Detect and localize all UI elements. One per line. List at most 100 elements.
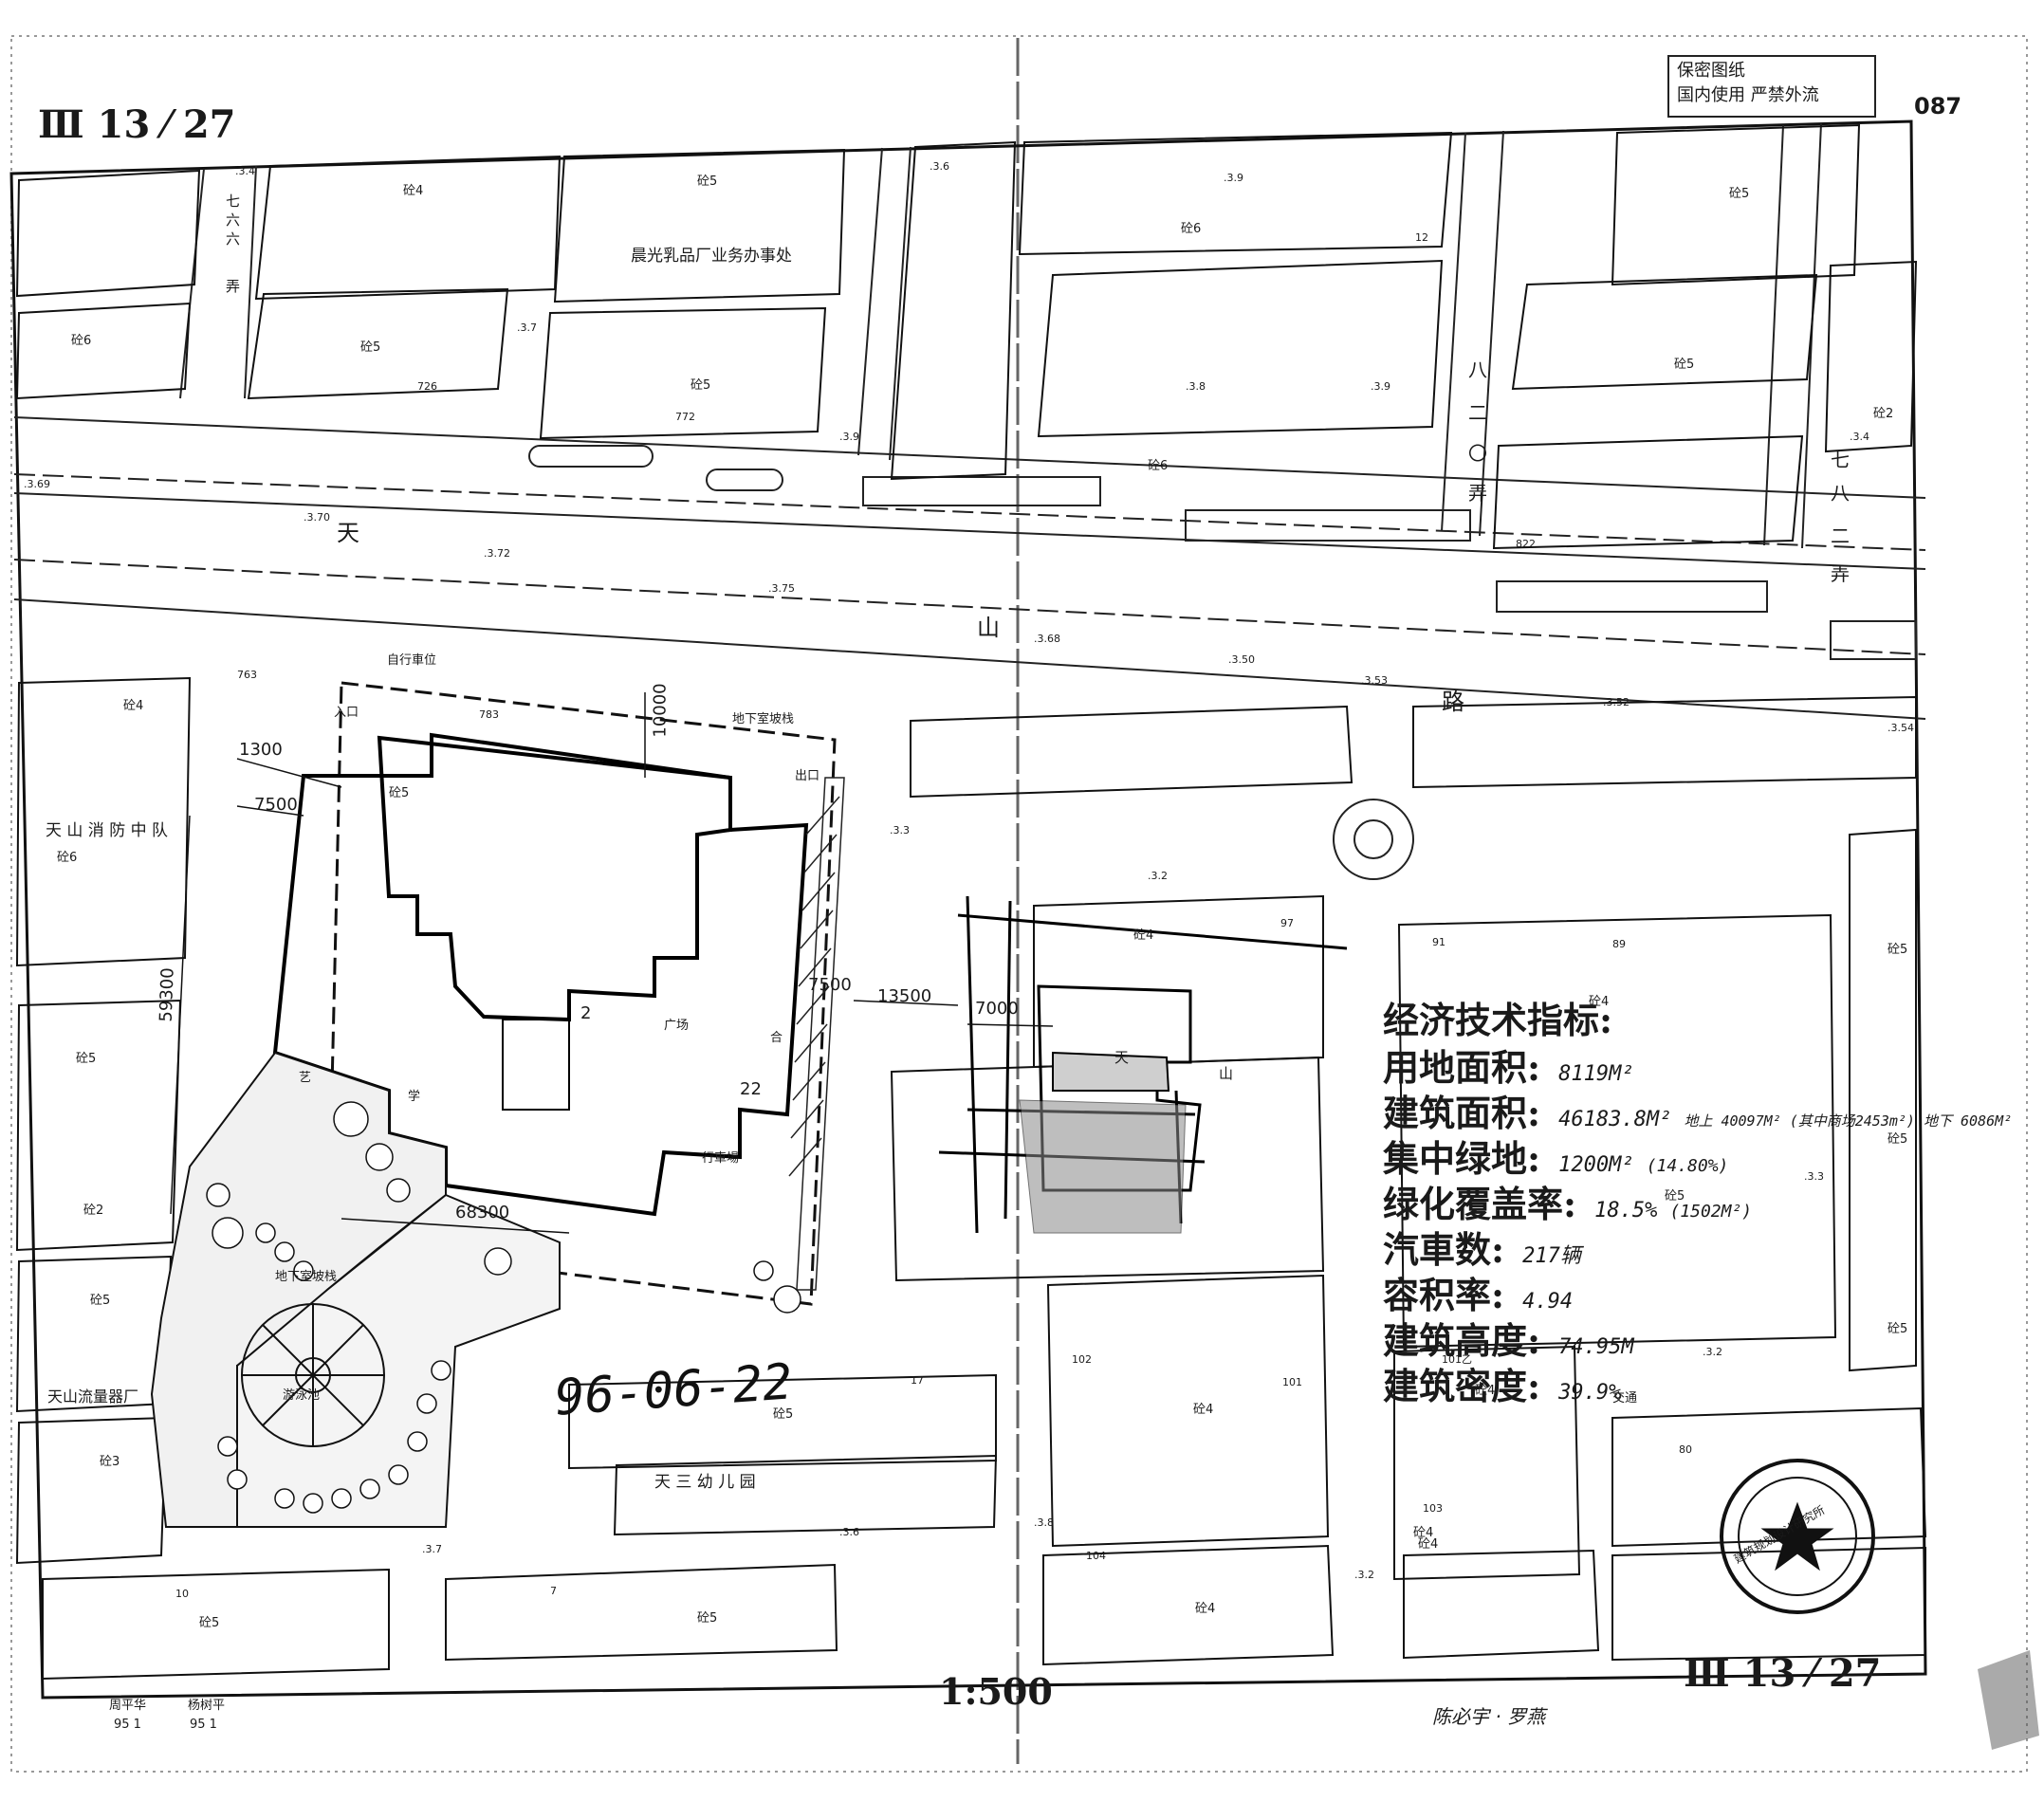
block-label: 砼5 bbox=[76, 1052, 97, 1066]
elevation: .3.3 bbox=[890, 824, 910, 836]
signature-right: 陈必宇 · 罗燕 bbox=[1432, 1705, 1546, 1728]
block-label: 砼2 bbox=[83, 1204, 104, 1218]
block-label: 砼4 bbox=[1193, 1403, 1214, 1417]
indicator-label: 建筑密度: bbox=[1383, 1365, 1541, 1407]
shan-label: 山 bbox=[1219, 1065, 1234, 1082]
block-label: 砼5 bbox=[773, 1407, 794, 1422]
block-label: 砼5 bbox=[1665, 1189, 1685, 1204]
block-label: 砼6 bbox=[71, 334, 92, 348]
indicator-value: 39.9% bbox=[1558, 1381, 1622, 1405]
yi-shu-label: 艺 bbox=[299, 1071, 312, 1085]
house-number: 783 bbox=[479, 708, 499, 721]
house-number: 103 bbox=[1423, 1502, 1443, 1515]
elevation: .3.6 bbox=[930, 160, 949, 173]
indicator-note: 地上 40097M² (其中商场2453m²) 地下 6086M² bbox=[1684, 1112, 2013, 1130]
house-number: 101乙 bbox=[1442, 1353, 1472, 1366]
sheet-number-top: Ⅲ 13 ⁄ 27 bbox=[38, 102, 236, 147]
sheet-number-bottom: Ⅲ 13 ⁄ 27 bbox=[1684, 1651, 1882, 1696]
indicator-row: 用地面积: 8119M² bbox=[1383, 1038, 1634, 1091]
indicator-value: 4.94 bbox=[1522, 1290, 1574, 1314]
lane-820-3: 〇 bbox=[1468, 442, 1487, 465]
block-label: 砼5 bbox=[199, 1616, 220, 1630]
exit-label: 出口 bbox=[795, 769, 820, 783]
elevation: .3.7 bbox=[517, 322, 537, 334]
lane-766-1: 七 bbox=[226, 193, 241, 210]
lane-782-3: 二 bbox=[1831, 524, 1850, 547]
block-label: 砼4 bbox=[1413, 1526, 1434, 1540]
elevation: .3.9 bbox=[1371, 380, 1390, 393]
map-scale: 1:500 bbox=[939, 1670, 1053, 1713]
lane-766-4: 弄 bbox=[226, 278, 241, 295]
confidential-stamp: 保密图纸 国内使用 严禁外流 bbox=[1667, 55, 1876, 118]
indicator-row: 建筑高度: 74.95M bbox=[1383, 1312, 1634, 1364]
elevation: .3.2 bbox=[1148, 870, 1168, 882]
tian-label: 天 bbox=[1114, 1049, 1130, 1066]
meter-factory-label: 天山流量器厂 bbox=[47, 1388, 139, 1406]
elevation: .3.54 bbox=[1887, 722, 1914, 734]
dim-1300: 1300 bbox=[239, 740, 283, 760]
entrance-label: 入口 bbox=[334, 706, 359, 720]
indicator-label: 建筑高度: bbox=[1383, 1319, 1541, 1362]
lane-782-2: 八 bbox=[1831, 482, 1850, 505]
block-label: 砼6 bbox=[1148, 459, 1169, 473]
fire-brigade-label: 天 山 消 防 中 队 bbox=[46, 821, 169, 840]
indicator-value: 1200M² bbox=[1558, 1153, 1634, 1177]
block-label: 砼5 bbox=[1729, 187, 1750, 201]
underground-ramp-top-label: 地下室坡栈 bbox=[732, 712, 795, 726]
block-label: 砼5 bbox=[1674, 358, 1695, 372]
lane-782-4: 弄 bbox=[1831, 562, 1850, 585]
plaza-label: 广场 bbox=[664, 1019, 690, 1033]
lane-782-1: 七 bbox=[1831, 449, 1850, 471]
house-number: 89 bbox=[1612, 938, 1626, 950]
indicator-label: 建筑面积: bbox=[1383, 1092, 1541, 1134]
dairy-office-label: 晨光乳品厂业务办事处 bbox=[631, 247, 792, 266]
block-label: 砼4 bbox=[1195, 1602, 1216, 1616]
indicator-row: 汽車数: 217辆 bbox=[1383, 1221, 1581, 1273]
elevation: .3.8 bbox=[1034, 1516, 1054, 1529]
house-number: 763 bbox=[237, 669, 257, 681]
elevation: .3.52 bbox=[1603, 696, 1630, 708]
elevation: .3.68 bbox=[1034, 633, 1060, 645]
elevation: .3.4 bbox=[235, 165, 255, 177]
he-label: 合 bbox=[770, 1031, 783, 1045]
road-name-char-2: 山 bbox=[977, 615, 1000, 641]
elevation: .3.69 bbox=[24, 478, 50, 490]
indicator-label: 容积率: bbox=[1383, 1274, 1505, 1316]
elevation: .3.2 bbox=[1354, 1569, 1374, 1581]
block-label: 砼5 bbox=[691, 378, 711, 393]
stamp-line-2: 国内使用 严禁外流 bbox=[1677, 85, 1819, 105]
dim-68300: 68300 bbox=[455, 1203, 510, 1222]
block-label: 砼5 bbox=[697, 175, 718, 189]
elevation: .3.75 bbox=[768, 582, 795, 595]
indicator-row: 集中绿地: 1200M² (14.80%) bbox=[1383, 1130, 1728, 1182]
signature-date-2: 95 1 bbox=[190, 1718, 217, 1732]
elevation: .3.8 bbox=[1186, 380, 1206, 393]
block-label: 砼4 bbox=[1133, 928, 1154, 943]
house-number: 726 bbox=[417, 380, 437, 393]
signature-2: 杨树平 bbox=[188, 1699, 226, 1713]
page-code: 087 bbox=[1914, 93, 1962, 119]
lane-766-3: 六 bbox=[226, 230, 241, 248]
indicators-title-text: 经济技术指标: bbox=[1383, 999, 1613, 1041]
stamp-line-1: 保密图纸 bbox=[1677, 61, 1745, 81]
lane-766-2: 六 bbox=[226, 211, 241, 229]
house-number: 101 bbox=[1282, 1376, 1302, 1388]
house-number: 772 bbox=[675, 411, 695, 423]
indicator-row: 建筑面积: 46183.8M² 地上 40097M² (其中商场2453m²) … bbox=[1383, 1084, 2012, 1136]
block-label: 砼2 bbox=[1873, 407, 1894, 421]
elevation: .3.9 bbox=[1224, 172, 1243, 184]
house-number: 104 bbox=[1086, 1550, 1106, 1562]
block-label: 砼5 bbox=[1887, 1322, 1908, 1336]
floor-count-22: 22 bbox=[740, 1079, 762, 1099]
house-number: 91 bbox=[1432, 936, 1446, 948]
block-label: 砼4 bbox=[1475, 1384, 1496, 1398]
indicator-label: 用地面积: bbox=[1383, 1046, 1541, 1089]
block-label: 砼4 bbox=[403, 184, 424, 198]
floor-count-2: 2 bbox=[580, 1003, 592, 1023]
house-number: 12 bbox=[1415, 231, 1428, 244]
block-label: 砼6 bbox=[57, 851, 78, 865]
dim-7500-right: 7500 bbox=[808, 975, 852, 995]
house-number: 80 bbox=[1679, 1443, 1692, 1456]
house-number: 10 bbox=[175, 1588, 189, 1600]
elevation: .3.4 bbox=[1850, 431, 1869, 443]
